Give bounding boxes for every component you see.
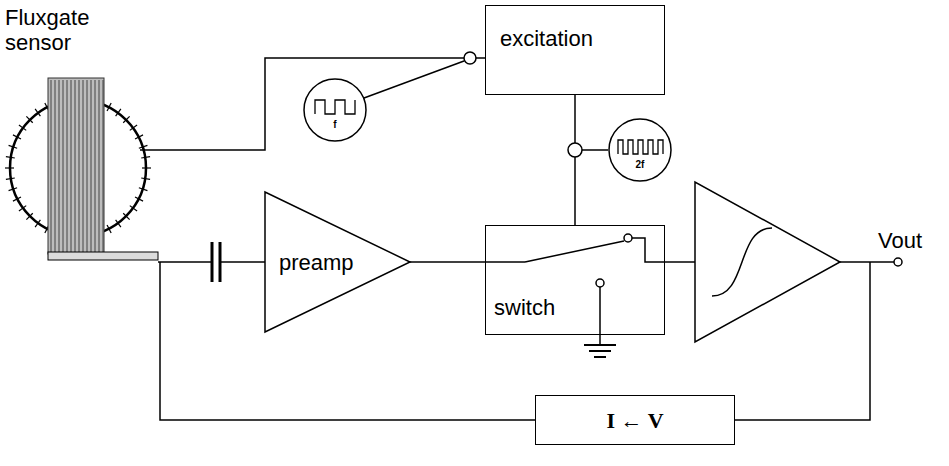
square-wave xyxy=(315,100,355,114)
switch-contacts xyxy=(485,234,665,345)
block-label: switch xyxy=(494,295,555,320)
fluxgate-sensor-illustration xyxy=(5,78,158,260)
leader-line xyxy=(364,61,464,98)
signal-name: Vout xyxy=(878,228,938,253)
block-label: I ← V xyxy=(606,408,663,433)
capacitor-symbol xyxy=(212,242,220,282)
probe-point xyxy=(568,143,582,157)
wires xyxy=(140,58,894,420)
signal-wire xyxy=(221,261,265,263)
frequency-label: f xyxy=(333,119,336,131)
ground-symbol xyxy=(584,345,616,357)
circle-outline xyxy=(608,118,672,182)
coil-lead xyxy=(48,252,158,260)
square-wave xyxy=(618,140,663,154)
block-label: excitation xyxy=(500,26,593,51)
block-box: switch xyxy=(485,225,665,335)
pickup-coil xyxy=(48,78,104,254)
waveform-circle: 2f xyxy=(608,118,672,182)
block-box: I ← V xyxy=(535,395,735,445)
integrator-symbol xyxy=(695,182,840,342)
waveform-circle: f xyxy=(303,78,367,142)
block-box: excitation xyxy=(485,5,665,95)
circle-outline xyxy=(303,78,367,142)
frequency-label: 2f xyxy=(636,159,645,171)
switch-output-wire xyxy=(665,261,695,263)
sensor-name: Fluxgate sensor xyxy=(5,5,117,55)
signal-wire xyxy=(410,261,485,263)
signal-wire xyxy=(158,261,211,263)
pickup-coil-winding xyxy=(51,80,103,252)
probe-point xyxy=(464,52,476,64)
leader-line xyxy=(582,149,608,151)
excitation-wire xyxy=(140,58,485,150)
output-terminal xyxy=(894,258,902,266)
signal-wire xyxy=(574,95,576,225)
block-label: preamp xyxy=(279,250,354,275)
output-wire xyxy=(840,261,894,263)
amplifier-triangle: preamp xyxy=(265,192,410,332)
